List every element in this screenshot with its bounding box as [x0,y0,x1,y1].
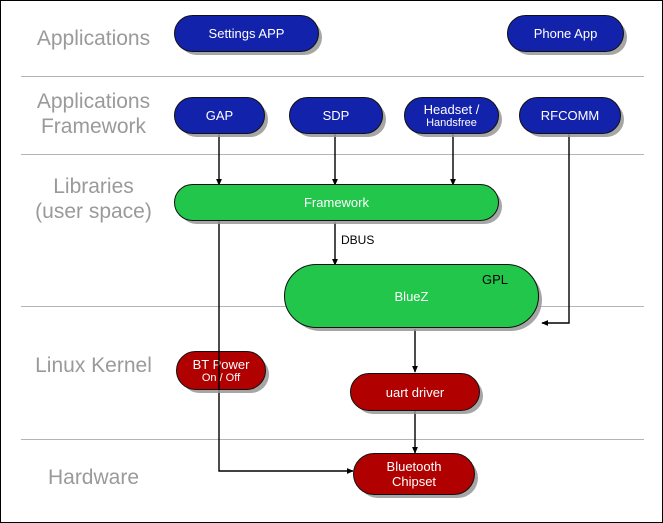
node-framework-label: Framework [303,195,369,210]
node-phone-app[interactable]: Phone App [507,15,624,52]
layer-label-applications: Applications [36,27,151,50]
node-gap[interactable]: GAP [174,97,265,134]
layer-label-libraries: Libraries (user space) [35,175,152,223]
layer-label-hardware: Hardware [47,466,140,489]
node-bt-power[interactable]: BT Power On / Off [176,351,266,390]
node-rfcomm-label: RFCOMM [540,108,600,123]
layer-label-applications-framework: Applications Framework [36,90,151,138]
node-settings-app-label: Settings APP [208,26,285,41]
divider-framework [21,154,644,155]
node-bluetooth-chipset-sublabel: Chipset [391,474,437,489]
gpl-badge: GPL [482,272,509,287]
dbus-label: DBUS [341,233,375,247]
node-uart-driver[interactable]: uart driver [350,373,480,411]
layer-label-linux-kernel: Linux Kernel [35,354,152,377]
node-gap-label: GAP [205,108,234,123]
node-headset-handsfree-label: Headset / [423,101,480,117]
node-bluetooth-chipset-label: Bluetooth [386,459,442,474]
node-rfcomm[interactable]: RFCOMM [519,97,621,134]
wire-rfcomm-to-bluez [541,134,570,326]
divider-kernel [21,439,644,440]
node-sdp[interactable]: SDP [289,97,383,134]
node-settings-app[interactable]: Settings APP [174,15,319,52]
node-framework[interactable]: Framework [174,184,499,221]
node-headset-handsfree-sublabel: Handsfree [426,116,477,129]
node-bluetooth-chipset[interactable]: Bluetooth Chipset [353,453,475,495]
node-uart-driver-label: uart driver [385,384,445,400]
node-sdp-label: SDP [322,108,350,123]
node-bt-power-label: BT Power [192,356,250,372]
node-headset-handsfree[interactable]: Headset / Handsfree [404,97,499,134]
node-bt-power-sublabel: On / Off [201,371,241,384]
node-phone-app-label: Phone App [533,26,598,41]
wire-gap-to-chipset [218,185,354,474]
divider-applications [21,76,644,77]
node-bluez-label: BlueZ [394,288,429,304]
